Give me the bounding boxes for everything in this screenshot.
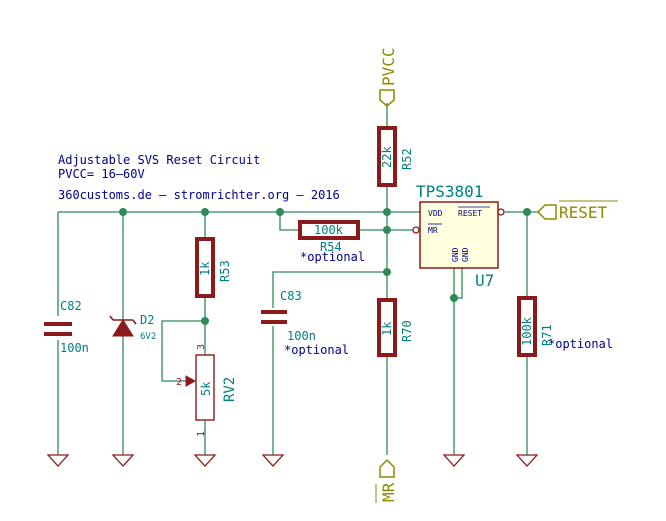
ic-name: TPS3801 (416, 182, 483, 201)
c82-value: 100n (60, 341, 89, 355)
resistor-r53: 1k R53 (195, 237, 232, 298)
r54-ref: R54 (320, 240, 342, 254)
potentiometer-rv2: 5k RV2 3 2 1 (176, 344, 238, 437)
ic-pin-gnd1: GND (451, 247, 460, 262)
rv2-pin1: 1 (196, 431, 207, 437)
net-label-mr: MR (375, 458, 398, 503)
ic-pin-gnd2: GND (461, 247, 470, 262)
ic-tps3801: TPS3801 U7 VDD RESET MR GND GND (412, 182, 505, 290)
rv2-pin2: 2 (176, 377, 182, 388)
circuit-title: Adjustable SVS Reset Circuit (58, 153, 260, 167)
resistor-r71: 100k R71 *optional (517, 296, 613, 357)
supply-note: PVCC= 16–60V (58, 167, 145, 181)
net-label-reset: RESET (536, 200, 618, 222)
rv2-pin3: 3 (196, 344, 207, 350)
resistor-r54: 100k R54 *optional (298, 220, 365, 264)
ic-pin-mr: MR (428, 226, 438, 235)
r52-ref: R52 (400, 148, 414, 170)
junctions (119, 208, 531, 325)
resistor-r70: 1k R70 (377, 298, 414, 357)
r52-value: 22k (380, 146, 394, 168)
r70-value: 1k (380, 321, 394, 336)
r54-value: 100k (314, 223, 344, 237)
resistor-r52: 22k R52 (377, 126, 414, 187)
ic-pin-reset: RESET (458, 209, 482, 218)
c82-ref: C82 (60, 299, 82, 313)
d2-ref: D2 (140, 313, 154, 327)
capacitor-c82: C82 100n (44, 299, 89, 355)
credit-note: 360customs.de – stromrichter.org – 2016 (58, 188, 340, 202)
reset-label: RESET (559, 203, 608, 222)
r71-ref: R71 (540, 324, 554, 346)
ic-ref: U7 (475, 271, 494, 290)
rv2-value: 5k (199, 381, 213, 396)
c83-ref: C83 (280, 289, 302, 303)
pvcc-label: PVCC (379, 47, 398, 86)
mr-label: MR (379, 482, 398, 502)
r54-note: *optional (300, 250, 365, 264)
c83-note: *optional (284, 343, 349, 357)
rv2-ref: RV2 (222, 377, 238, 402)
zener-diode-d2: D2 6V2 (109, 313, 156, 342)
r53-ref: R53 (218, 260, 232, 282)
c83-value: 100n (287, 329, 316, 343)
ground-symbols (46, 454, 539, 467)
ic-pin-vdd: VDD (428, 209, 443, 218)
capacitor-c83: C83 100n *optional (261, 289, 349, 357)
d2-value: 6V2 (140, 332, 156, 342)
r70-ref: R70 (400, 320, 414, 342)
r53-value: 1k (198, 261, 212, 276)
net-label-pvcc: PVCC (379, 47, 398, 107)
r71-note: *optional (548, 337, 613, 351)
r71-value: 100k (520, 316, 534, 346)
